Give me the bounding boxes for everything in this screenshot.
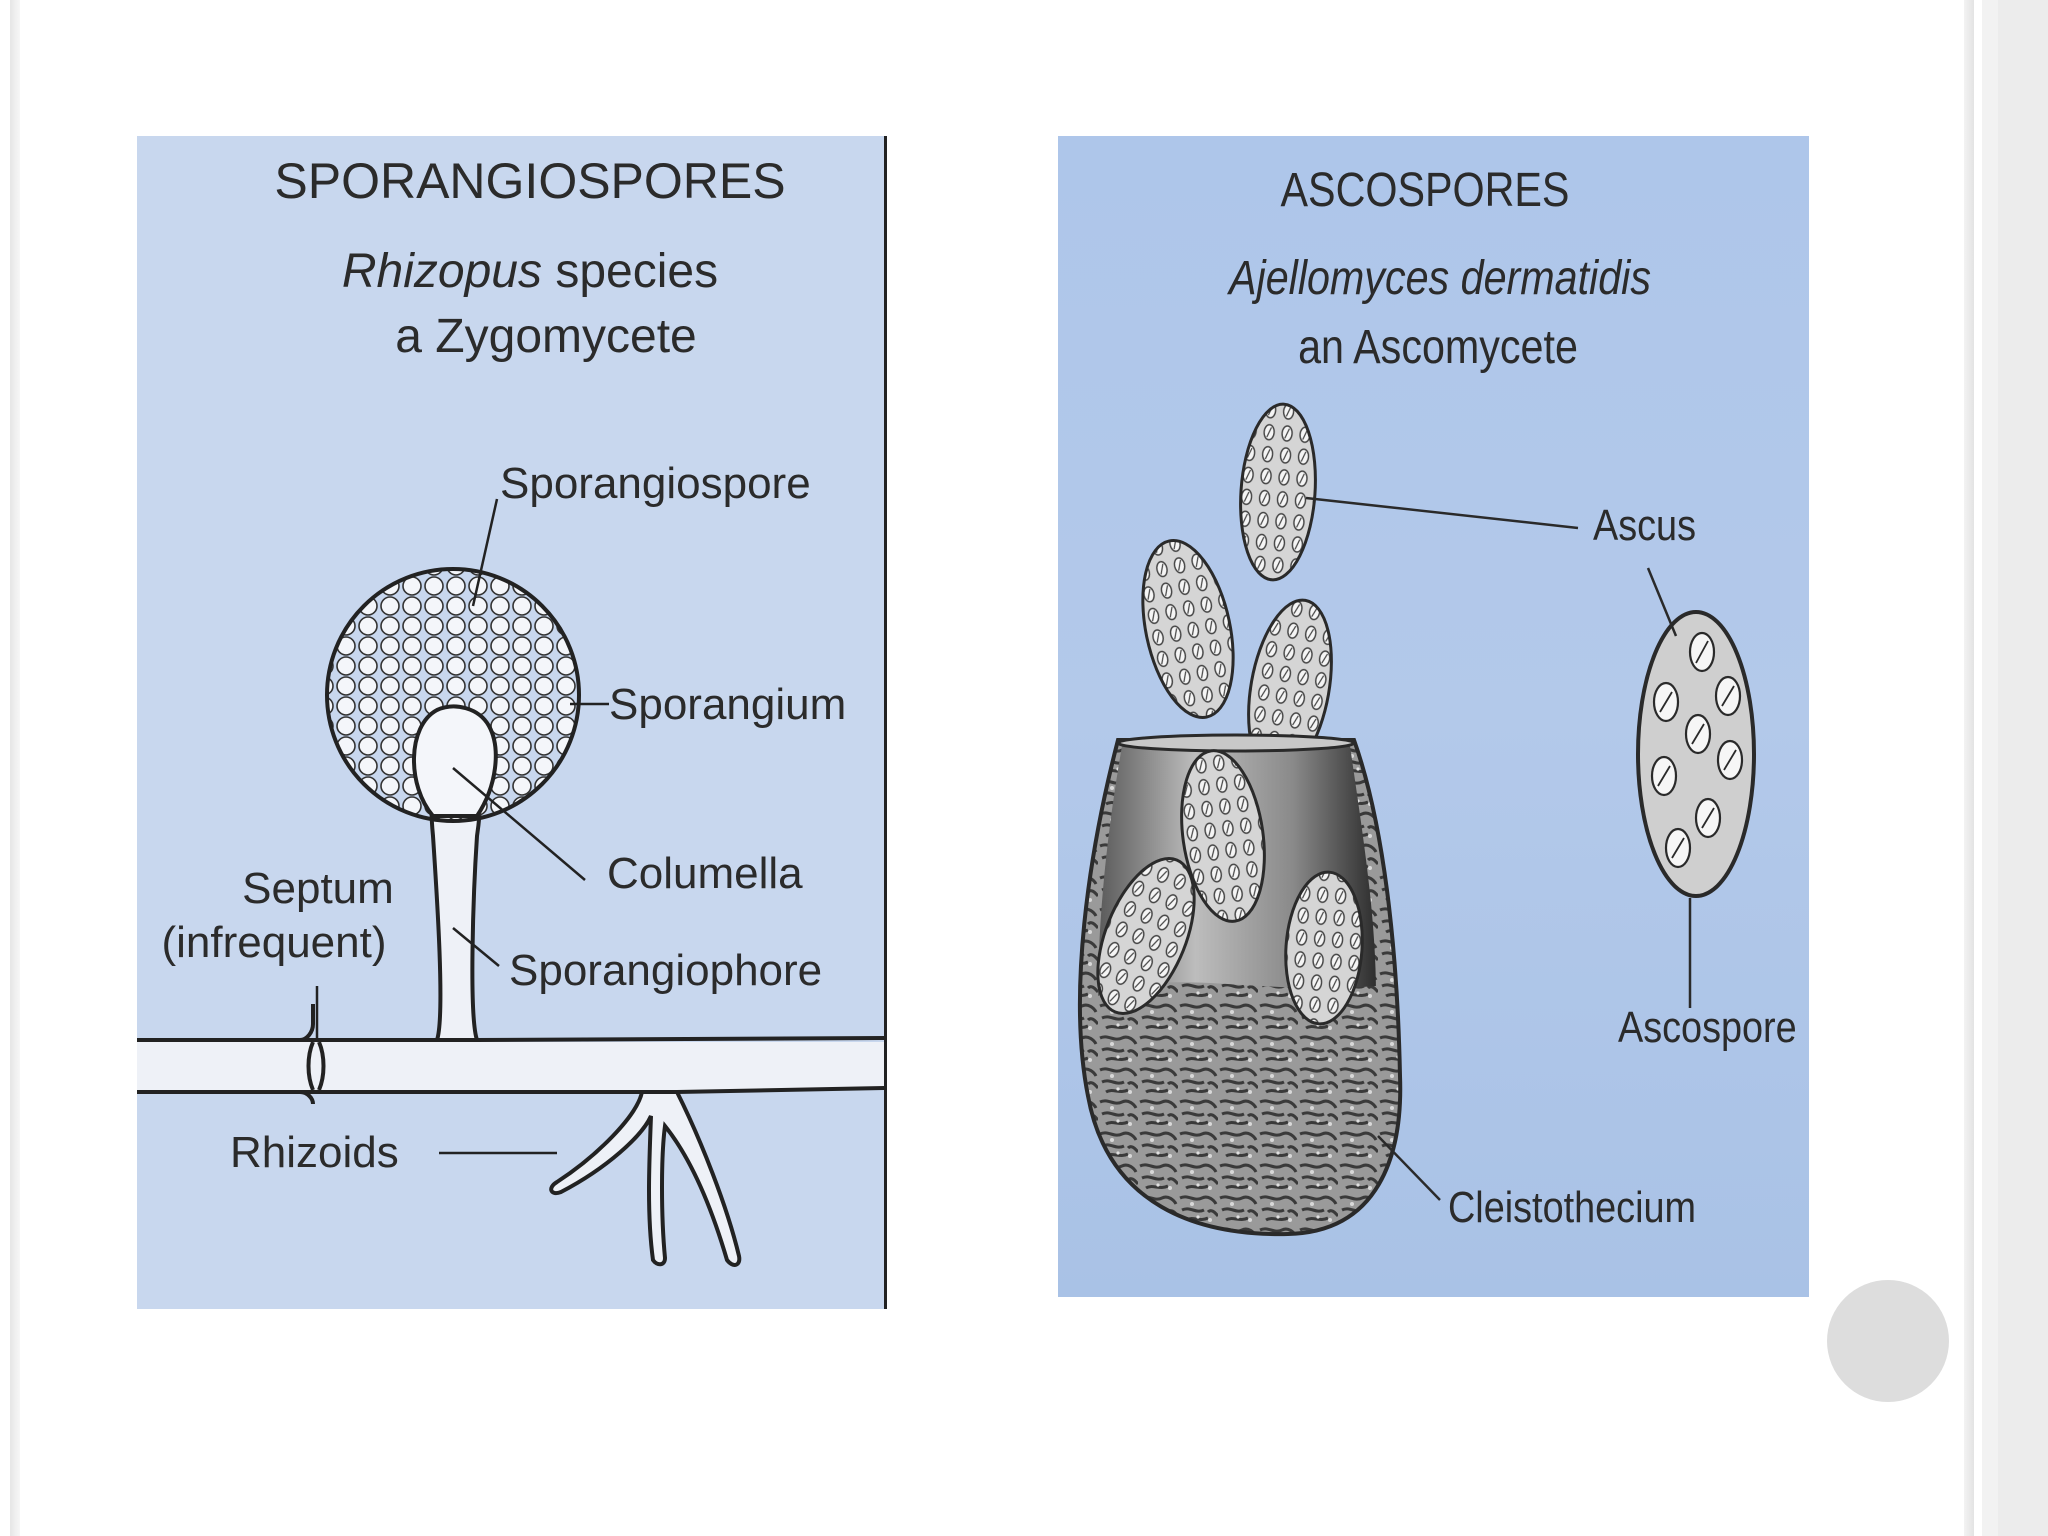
leader-lines-right (1305, 496, 1692, 1201)
label-septum: Septum (242, 864, 394, 913)
left-subtitle: a Zygomycete (395, 310, 696, 363)
ajellomyces-diagram: ASCOSPORES Ajellomyces dermatidis an Asc… (1077, 163, 1797, 1237)
right-subtitle: an Ascomycete (1298, 320, 1578, 374)
sporangiospores-figure: SPORANGIOSPORES Rhizopus species a Zygom… (137, 136, 887, 1309)
ascospores-figure: ASCOSPORES Ajellomyces dermatidis an Asc… (1058, 136, 1809, 1297)
slide-right-edge (1962, 0, 2048, 1536)
right-species: Ajellomyces dermatidis (1226, 251, 1651, 305)
left-species: Rhizopus species (342, 245, 718, 298)
label-sporangium: Sporangium (609, 680, 846, 729)
label-ascus: Ascus (1593, 500, 1696, 549)
rhizopus-diagram: SPORANGIOSPORES Rhizopus species a Zygom… (137, 153, 884, 1267)
label-septum-note: (infrequent) (161, 918, 386, 967)
slide-left-edge (10, 0, 20, 1536)
label-sporangiospore: Sporangiospore (500, 459, 811, 508)
label-columella: Columella (607, 849, 803, 898)
label-ascospore: Ascospore (1618, 1002, 1797, 1051)
slide-nav-circle[interactable] (1827, 1280, 1949, 1402)
asci-floating (1141, 402, 1333, 778)
label-sporangiophore: Sporangiophore (509, 946, 822, 995)
hypha (137, 1004, 884, 1105)
leader-lines (315, 498, 609, 1155)
label-cleistothecium: Cleistothecium (1448, 1182, 1696, 1231)
right-title: ASCOSPORES (1281, 163, 1570, 217)
columella (412, 704, 498, 818)
cleistothecium (1077, 733, 1403, 1237)
ascus-detail (1636, 610, 1756, 898)
left-title: SPORANGIOSPORES (274, 153, 785, 209)
sporangium (325, 567, 581, 823)
rhizoids (549, 1090, 742, 1267)
label-rhizoids: Rhizoids (230, 1128, 399, 1177)
septum-wall (306, 1041, 315, 1091)
